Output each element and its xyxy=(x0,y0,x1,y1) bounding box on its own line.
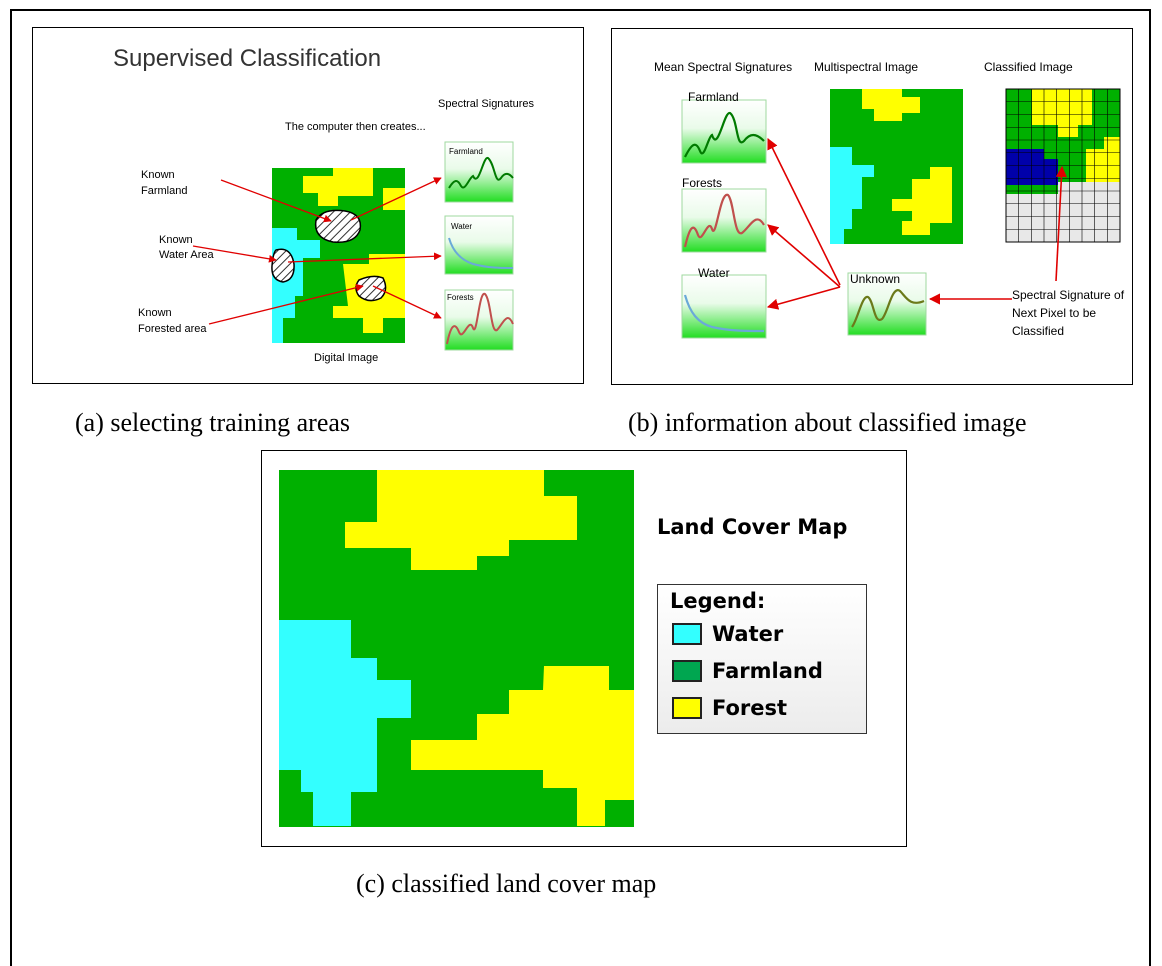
caption-b: (b) information about classified image xyxy=(628,408,1027,437)
mean-sig-water: Water xyxy=(681,266,767,339)
svg-text:Unknown: Unknown xyxy=(850,272,900,286)
known-water-line1: Known xyxy=(159,234,193,246)
svg-text:Forests: Forests xyxy=(447,293,474,302)
known-water-line2: Water Area xyxy=(159,249,214,261)
computer-creates-text: The computer then creates... xyxy=(285,121,426,133)
panel-a-arrows xyxy=(192,177,442,325)
known-farmland-line2: Farmland xyxy=(141,185,187,197)
legend-label-farmland: Farmland xyxy=(712,659,823,683)
forest-training-area xyxy=(355,275,387,302)
multispectral-image-label: Multispectral Image xyxy=(814,60,918,74)
svg-text:Water: Water xyxy=(451,222,472,231)
sig-box-water: Water xyxy=(444,215,514,275)
classified-image-label: Classified Image xyxy=(984,60,1073,74)
multispectral-image xyxy=(830,89,963,244)
caption-c: (c) classified land cover map xyxy=(356,869,657,898)
legend-title: Legend: xyxy=(670,589,766,613)
legend-label-water: Water xyxy=(712,622,784,646)
sig-box-farmland: Farmland xyxy=(444,141,514,203)
next-pixel-line3: Classified xyxy=(1012,324,1064,338)
unknown-signature-box: Unknown xyxy=(847,272,927,336)
map-legend: Legend: Water Farmland Forest xyxy=(657,584,867,734)
classified-image-grid xyxy=(1005,88,1121,243)
legend-item-forest: Forest xyxy=(672,696,787,720)
known-forest-line2: Forested area xyxy=(138,323,207,335)
water-training-area xyxy=(271,248,295,283)
mean-sig-forests: Forests xyxy=(681,176,767,253)
mean-sig-farmland: Farmland xyxy=(681,90,767,164)
legend-item-farmland: Farmland xyxy=(672,659,823,683)
digital-image-label: Digital Image xyxy=(314,352,378,364)
legend-item-water: Water xyxy=(672,622,783,646)
known-farmland-line1: Known xyxy=(141,169,175,181)
panel-a-svg: Supervised Classification Spectral Signa… xyxy=(113,45,534,364)
svg-text:Farmland: Farmland xyxy=(449,147,483,156)
panel-b-classified-info: Mean Spectral Signatures Multispectral I… xyxy=(611,28,1133,385)
legend-swatch-forest xyxy=(672,697,702,719)
panel-b-svg: Mean Spectral Signatures Multispectral I… xyxy=(654,60,1125,339)
svg-text:Farmland: Farmland xyxy=(688,90,739,104)
panel-c-land-cover-map: Land Cover Map Legend: Water Farmland Fo… xyxy=(261,450,907,847)
svg-text:Forests: Forests xyxy=(682,176,722,190)
next-pixel-line1: Spectral Signature of xyxy=(1012,288,1125,302)
figure-frame xyxy=(10,9,1151,966)
spectral-signatures-label: Spectral Signatures xyxy=(438,98,534,110)
sig-box-forests: Forests xyxy=(444,289,514,351)
panel-b-arrows xyxy=(766,137,1068,310)
legend-label-forest: Forest xyxy=(712,696,788,720)
farmland-training-area xyxy=(314,209,362,243)
legend-swatch-farmland xyxy=(672,660,702,682)
caption-a: (a) selecting training areas xyxy=(75,408,351,437)
map-title: Land Cover Map xyxy=(657,515,848,539)
panel-a-title: Supervised Classification xyxy=(113,45,381,72)
svg-text:Water: Water xyxy=(698,266,730,280)
panel-a-training-areas: Supervised Classification Spectral Signa… xyxy=(32,27,584,384)
next-pixel-line2: Next Pixel to be xyxy=(1012,306,1096,320)
legend-swatch-water xyxy=(672,623,702,645)
known-forest-line1: Known xyxy=(138,307,172,319)
mean-signatures-label: Mean Spectral Signatures xyxy=(654,60,792,74)
land-cover-map-image xyxy=(279,470,634,827)
